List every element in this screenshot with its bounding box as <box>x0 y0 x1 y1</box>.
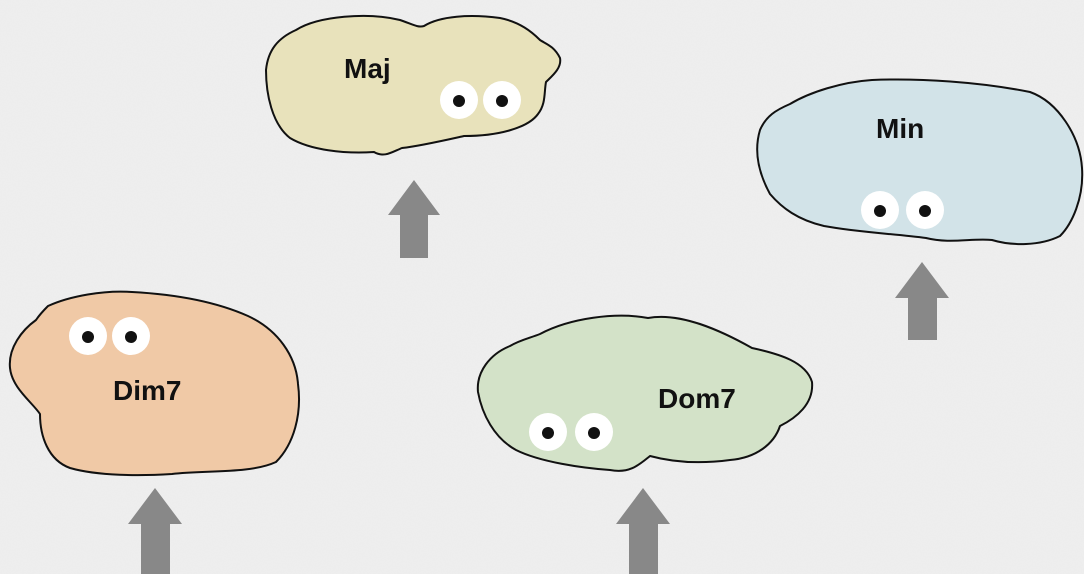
up-arrow-icon <box>895 262 949 340</box>
up-arrow-icon <box>128 488 182 574</box>
pupil <box>453 95 465 107</box>
eyes <box>529 413 613 451</box>
blob-maj-label: Maj <box>344 53 391 84</box>
blob-maj-body <box>265 14 562 156</box>
up-arrow-icon <box>616 488 670 574</box>
pupil <box>496 95 508 107</box>
eyes <box>440 81 521 119</box>
blob-dom7: Dom7 <box>476 314 814 472</box>
pupil <box>82 331 94 343</box>
blob-dom7-label: Dom7 <box>658 383 736 414</box>
blob-min: Min <box>756 78 1084 246</box>
pupil <box>919 205 931 217</box>
pupil <box>542 427 554 439</box>
eyes <box>861 191 944 229</box>
blob-dim7: Dim7 <box>8 290 300 477</box>
blob-maj: Maj <box>265 14 562 156</box>
pupil <box>874 205 886 217</box>
pupil <box>125 331 137 343</box>
eyes <box>69 317 150 355</box>
blob-min-label: Min <box>876 113 924 144</box>
pupil <box>588 427 600 439</box>
blob-dim7-label: Dim7 <box>113 375 181 406</box>
blob-min-body <box>756 78 1084 246</box>
up-arrow-icon <box>388 180 440 258</box>
